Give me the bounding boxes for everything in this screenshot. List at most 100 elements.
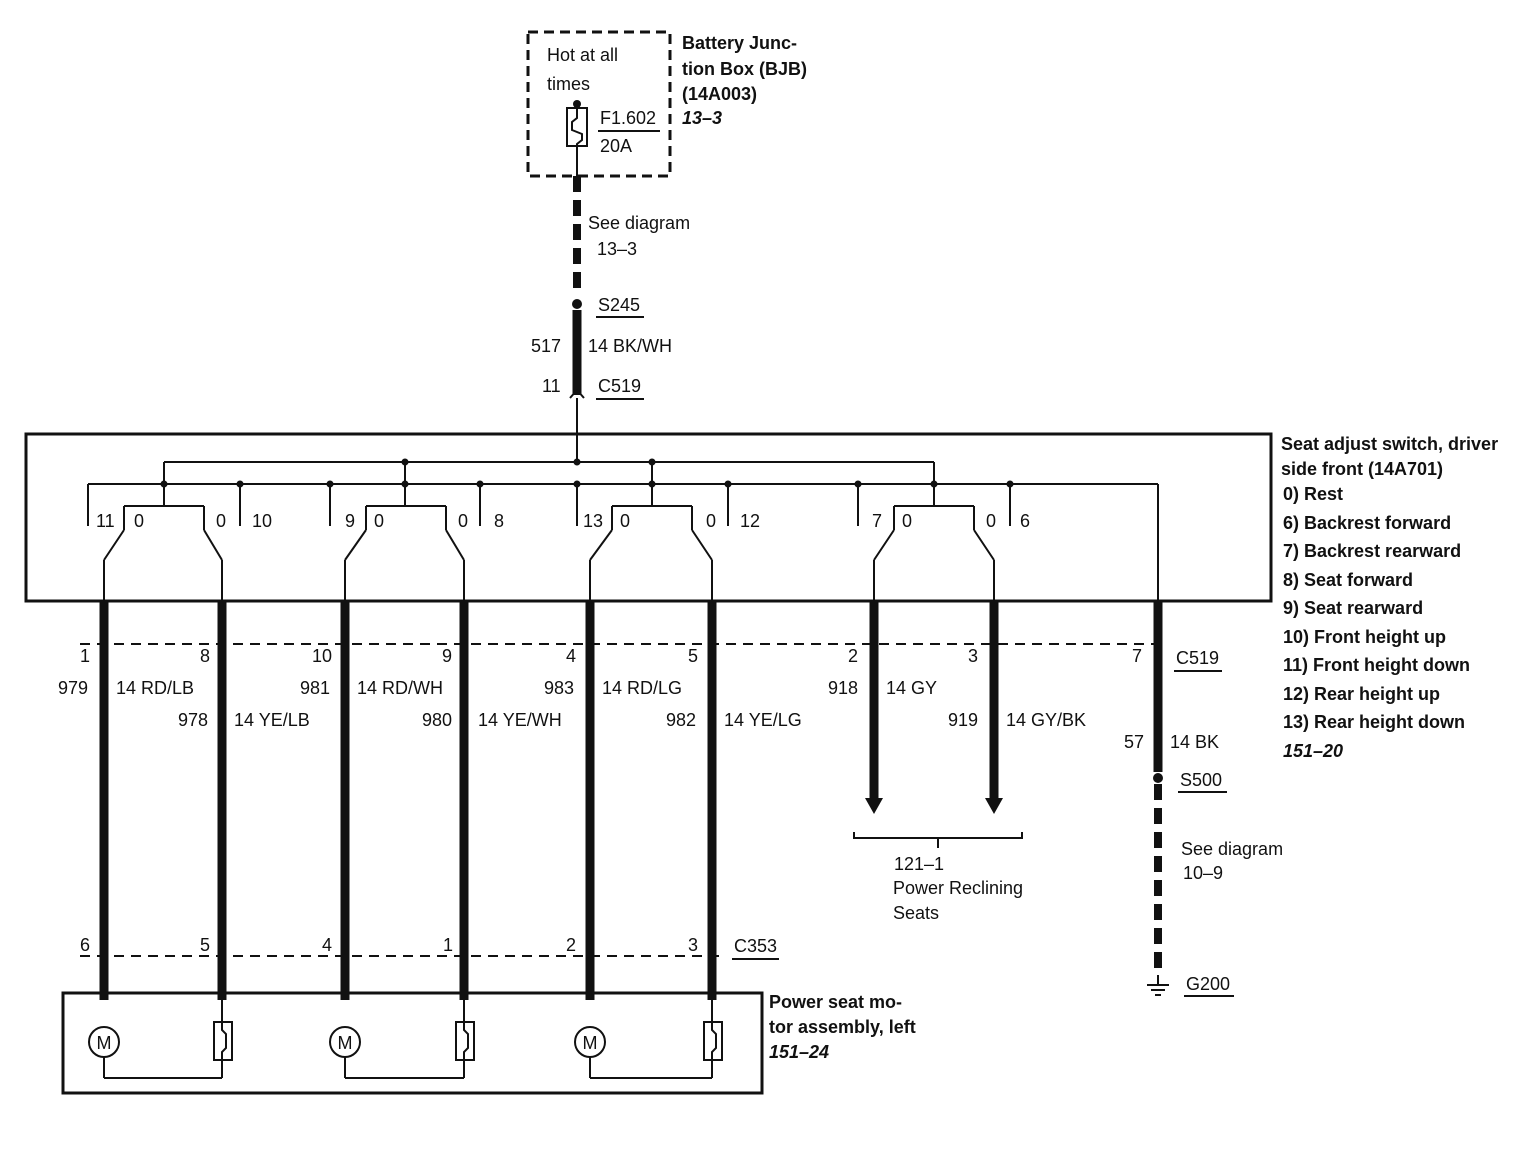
motor-title-1: Power seat mo- [769, 992, 902, 1012]
motor-group-2: M [329, 1000, 475, 1079]
svg-text:14 RD/WH: 14 RD/WH [357, 678, 443, 698]
svg-text:5: 5 [200, 935, 210, 955]
svg-text:2: 2 [566, 935, 576, 955]
motor-title-2: tor assembly, left [769, 1017, 916, 1037]
svg-text:14 YE/WH: 14 YE/WH [478, 710, 562, 730]
svg-text:5: 5 [688, 646, 698, 666]
svg-text:14 RD/LB: 14 RD/LB [116, 678, 194, 698]
motor-group-3: M [574, 1000, 723, 1079]
contact-9: 9 [345, 511, 355, 531]
arrow-918 [865, 798, 883, 814]
contact-11: 11 [96, 511, 115, 531]
contact-12: 12 [740, 511, 760, 531]
switch-group-3: 13 0 0 12 [576, 484, 760, 601]
switch-group-2: 9 0 0 8 [329, 484, 504, 601]
bjb-hot-2: times [547, 74, 590, 94]
contact-6: 6 [1020, 511, 1030, 531]
svg-text:11) Front height down: 11) Front height down [1283, 655, 1470, 675]
recline-title-1: Power Reclining [893, 878, 1023, 898]
svg-text:14 GY: 14 GY [886, 678, 937, 698]
bjb-box [526, 30, 672, 178]
svg-text:0: 0 [374, 511, 384, 531]
seat-switch-box [24, 432, 1273, 603]
svg-text:7: 7 [1132, 646, 1142, 666]
svg-text:980: 980 [422, 710, 452, 730]
ground-see-2: 10–9 [1183, 863, 1223, 883]
svg-text:2: 2 [848, 646, 858, 666]
svg-text:0: 0 [620, 511, 630, 531]
svg-text:6) Backrest forward: 6) Backrest forward [1283, 513, 1451, 533]
svg-text:919: 919 [948, 710, 978, 730]
svg-text:8) Seat forward: 8) Seat forward [1283, 570, 1413, 590]
harness-wires [99, 601, 1163, 1000]
svg-text:1: 1 [80, 646, 90, 666]
feed-see-1: See diagram [588, 213, 690, 233]
recline-ref: 121–1 [894, 854, 944, 874]
svg-text:978: 978 [178, 710, 208, 730]
svg-text:0: 0 [216, 511, 226, 531]
bjb-title-2: tion Box (BJB) [682, 59, 807, 79]
fuse-icon [566, 106, 588, 176]
contact-10: 10 [252, 511, 272, 531]
svg-text:14 GY/BK: 14 GY/BK [1006, 710, 1086, 730]
ground-label: G200 [1186, 974, 1230, 994]
bjb-title-1: Battery Junc- [682, 33, 797, 53]
bjb-title-3: (14A003) [682, 84, 757, 104]
svg-text:983: 983 [544, 678, 574, 698]
switch-positions: 0) Rest 6) Backrest forward 7) Backrest … [1283, 484, 1470, 732]
svg-text:0: 0 [902, 511, 912, 531]
svg-text:14 YE/LB: 14 YE/LB [234, 710, 310, 730]
switch-title-1: Seat adjust switch, driver [1281, 434, 1498, 454]
bjb-node [573, 100, 581, 108]
svg-text:14 YE/LG: 14 YE/LG [724, 710, 802, 730]
svg-text:14 RD/LG: 14 RD/LG [602, 678, 682, 698]
svg-text:1: 1 [443, 935, 453, 955]
svg-text:981: 981 [300, 678, 330, 698]
circuit-breaker-icon [213, 1000, 233, 1078]
arrow-919 [985, 798, 1003, 814]
splice-s500-label: S500 [1180, 770, 1222, 790]
svg-text:9) Seat rearward: 9) Seat rearward [1283, 598, 1423, 618]
svg-text:0: 0 [986, 511, 996, 531]
svg-text:4: 4 [566, 646, 576, 666]
svg-text:6: 6 [80, 935, 90, 955]
svg-text:918: 918 [828, 678, 858, 698]
svg-text:0) Rest: 0) Rest [1283, 484, 1343, 504]
svg-text:M: M [338, 1033, 353, 1053]
ground-see-1: See diagram [1181, 839, 1283, 859]
svg-text:10) Front height up: 10) Front height up [1283, 627, 1446, 647]
circuit-breaker-icon [703, 1000, 723, 1078]
svg-text:0: 0 [134, 511, 144, 531]
motor-assembly-box [61, 991, 764, 1095]
svg-text:12) Rear height up: 12) Rear height up [1283, 684, 1440, 704]
svg-text:9: 9 [442, 646, 452, 666]
contact-13: 13 [583, 511, 603, 531]
wire-labels: 1 979 14 RD/LB 8 978 14 YE/LB 10 981 14 … [58, 646, 1219, 752]
svg-text:M: M [583, 1033, 598, 1053]
c519-label: C519 [1176, 648, 1219, 668]
svg-text:8: 8 [200, 646, 210, 666]
switch-title-2: side front (14A701) [1281, 459, 1443, 479]
bjb-hot-1: Hot at all [547, 45, 618, 65]
feed-wire-color: 14 BK/WH [588, 336, 672, 356]
svg-text:982: 982 [666, 710, 696, 730]
feed-pin: 11 [542, 376, 561, 396]
fuse-rating: 20A [600, 136, 632, 156]
svg-text:M: M [97, 1033, 112, 1053]
feed-see-2: 13–3 [597, 239, 637, 259]
svg-text:14 BK: 14 BK [1170, 732, 1219, 752]
motor-group-1: M [88, 1000, 233, 1079]
svg-text:0: 0 [458, 511, 468, 531]
svg-text:979: 979 [58, 678, 88, 698]
splice-s245 [572, 299, 582, 309]
svg-text:7) Backrest rearward: 7) Backrest rearward [1283, 541, 1461, 561]
recline-title-2: Seats [893, 903, 939, 923]
svg-text:3: 3 [968, 646, 978, 666]
contact-8: 8 [494, 511, 504, 531]
svg-text:57: 57 [1124, 732, 1144, 752]
feed-circuit: 517 [531, 336, 561, 356]
svg-text:0: 0 [706, 511, 716, 531]
splice-s500 [1153, 773, 1163, 783]
motor-ref: 151–24 [769, 1042, 829, 1062]
